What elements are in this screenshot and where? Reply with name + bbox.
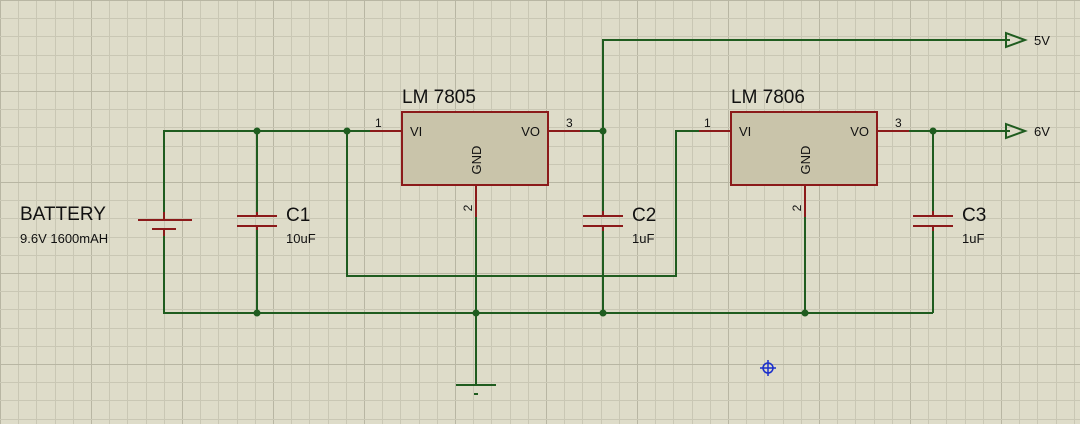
output-terminal-icon <box>1005 31 1028 49</box>
pin-vo-label: VO <box>850 124 869 139</box>
junction-dot <box>801 309 809 317</box>
battery[interactable]: BATTERY 9.6V 1600mAH <box>20 204 192 246</box>
junction-dot <box>599 309 607 317</box>
pin-number-gnd: 2 <box>461 204 475 211</box>
capacitor-c3[interactable]: C3 1uF <box>913 205 986 246</box>
c3-value: 1uF <box>962 231 984 246</box>
pin-vo-label: VO <box>521 124 540 139</box>
c3-label: C3 <box>962 205 986 226</box>
battery-value: 9.6V 1600mAH <box>20 231 108 246</box>
terminal-6v-label: 6V <box>1034 124 1050 139</box>
terminal-6v[interactable]: 6V <box>1005 122 1050 140</box>
wire-input-rail <box>163 130 402 215</box>
junction-dot <box>929 127 937 135</box>
c2-value: 1uF <box>632 231 654 246</box>
regulator-lm7805[interactable]: LM 7805 VI VO GND 1 3 2 <box>370 87 580 217</box>
ground-icon <box>456 384 496 395</box>
c1-value: 10uF <box>286 231 316 246</box>
pin-gnd-label: GND <box>469 146 484 175</box>
battery-label: BATTERY <box>20 204 106 225</box>
capacitor-c2[interactable]: C2 1uF <box>583 205 656 246</box>
output-terminal-icon <box>1005 122 1028 140</box>
pin-number-in: 1 <box>704 116 711 130</box>
c2-label: C2 <box>632 205 656 226</box>
pin-number-gnd: 2 <box>790 204 804 211</box>
junction-dot <box>472 309 480 317</box>
regulator-body <box>730 111 878 186</box>
pin-vi-label: VI <box>410 124 422 139</box>
wire-ground-rail <box>163 234 933 314</box>
wire-feed-7806 <box>346 130 731 277</box>
junction-dot <box>253 127 261 135</box>
terminal-5v-label: 5V <box>1034 33 1050 48</box>
pin-vi-label: VI <box>739 124 751 139</box>
capacitor-c1[interactable]: C1 10uF <box>237 205 316 246</box>
junctions <box>253 127 937 317</box>
wire-5v-net <box>602 39 1010 211</box>
junction-dot <box>253 309 261 317</box>
crosshair-cursor-icon <box>760 360 776 376</box>
regulator-body <box>401 111 549 186</box>
pin-number-out: 3 <box>566 116 573 130</box>
regulator-name: LM 7806 <box>731 87 805 108</box>
terminal-5v[interactable]: 5V <box>1005 31 1050 49</box>
pin-number-in: 1 <box>375 116 382 130</box>
junction-dot <box>343 127 351 135</box>
regulator-lm7806[interactable]: LM 7806 VI VO GND 1 3 2 <box>699 87 909 217</box>
pin-number-out: 3 <box>895 116 902 130</box>
junction-dot <box>599 127 607 135</box>
wires <box>163 39 1010 385</box>
pin-gnd-label: GND <box>798 146 813 175</box>
c1-label: C1 <box>286 205 310 226</box>
regulator-name: LM 7805 <box>402 87 476 108</box>
